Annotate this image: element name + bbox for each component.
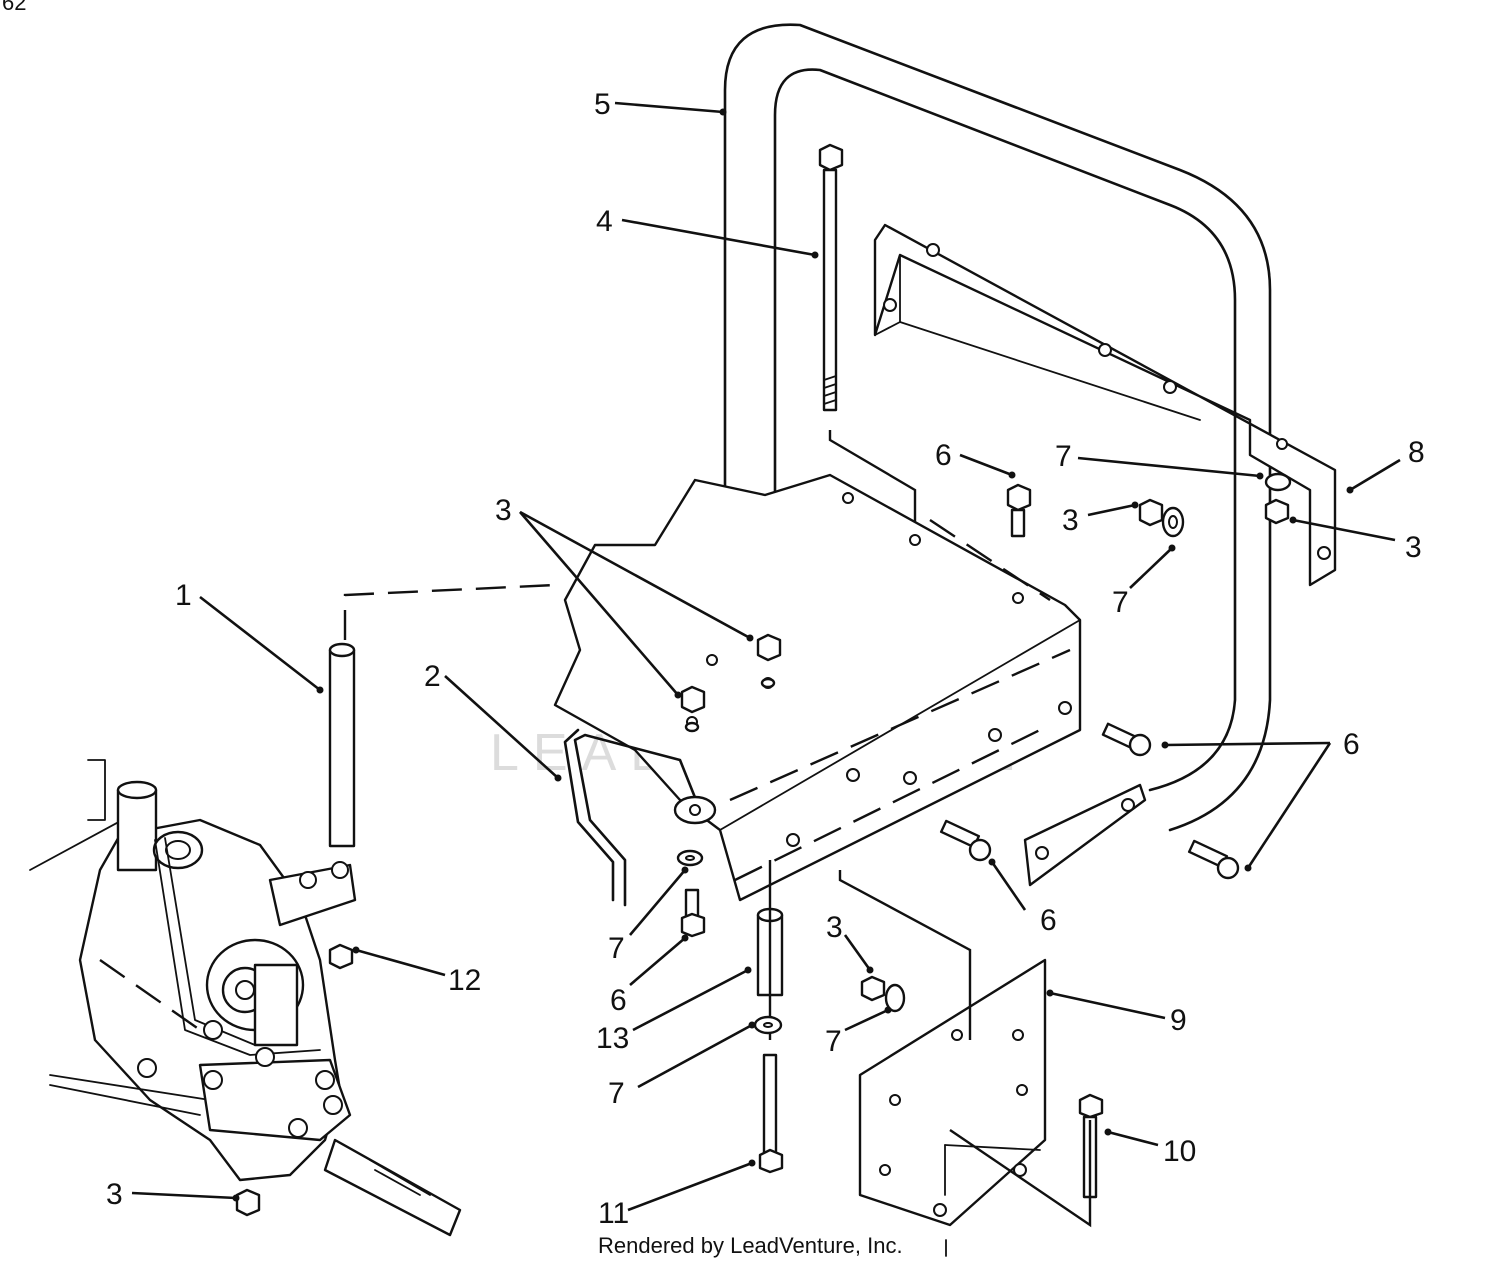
callout-7: 7: [608, 1077, 625, 1110]
callout-3: 3: [826, 911, 843, 944]
nut-3-upper: [756, 633, 782, 689]
transaxle-assembly: [29, 759, 462, 1237]
page-number: 62: [2, 0, 26, 15]
mounting-plate: [838, 870, 1092, 1228]
nut-washer-3-7-lower: [860, 975, 906, 1013]
callout-8: 8: [1408, 436, 1425, 469]
bolt-6-top: [1006, 483, 1032, 538]
callout-13: 13: [596, 1022, 629, 1055]
nut-3-mid: [680, 685, 706, 733]
callout-10: 10: [1163, 1135, 1196, 1168]
callout-6: 6: [610, 984, 627, 1017]
callout-7: 7: [608, 932, 625, 965]
bent-rod: [563, 728, 717, 907]
nut-3-transaxle: [235, 1188, 261, 1217]
callout-4: 4: [596, 205, 613, 238]
nut-3-washer-group: [1138, 498, 1185, 538]
main-panel: [553, 473, 1082, 902]
long-bolt: [704, 143, 917, 582]
bolt-6-lower: [680, 888, 706, 938]
callout-3: 3: [1405, 531, 1422, 564]
bolt-6-right: [1101, 722, 1152, 757]
footer-credit: Rendered by LeadVenture, Inc.: [598, 1233, 903, 1258]
washer-7-lower: [676, 849, 704, 867]
bolt-6-middle: [939, 819, 992, 862]
spacer-tube: [328, 583, 556, 848]
callout-3: 3: [495, 494, 512, 527]
nut-3-right: [1264, 472, 1292, 525]
cross-bracket: [873, 223, 1337, 587]
callout-7: 7: [825, 1025, 842, 1058]
washer-7-spacer: [753, 1015, 783, 1035]
bolt-11: [758, 860, 784, 1174]
callout-7: 7: [1112, 586, 1129, 619]
callout-6: 6: [1040, 904, 1057, 937]
callout-6: 6: [935, 439, 952, 472]
nut-12: [328, 943, 354, 970]
roll-bar-frame: [723, 23, 1272, 832]
callout-12: 12: [448, 964, 481, 997]
callout-5: 5: [594, 88, 611, 121]
callout-3: 3: [1062, 504, 1079, 537]
callout-1: 1: [175, 579, 192, 612]
callout-2: 2: [424, 660, 441, 693]
callout-6: 6: [1343, 728, 1360, 761]
callout-9: 9: [1170, 1004, 1187, 1037]
lower-bracket: [1023, 783, 1147, 887]
callouts: 5 4 6 7 8 3 3 7 3 1 2 6 6 7 6 12 3 9 13 …: [106, 88, 1425, 1230]
callout-7: 7: [1055, 440, 1072, 473]
bolt-6-lower-right: [1187, 839, 1240, 880]
leader-lines: [131, 101, 1401, 1212]
callout-11: 11: [598, 1197, 629, 1230]
callout-3: 3: [106, 1178, 123, 1211]
